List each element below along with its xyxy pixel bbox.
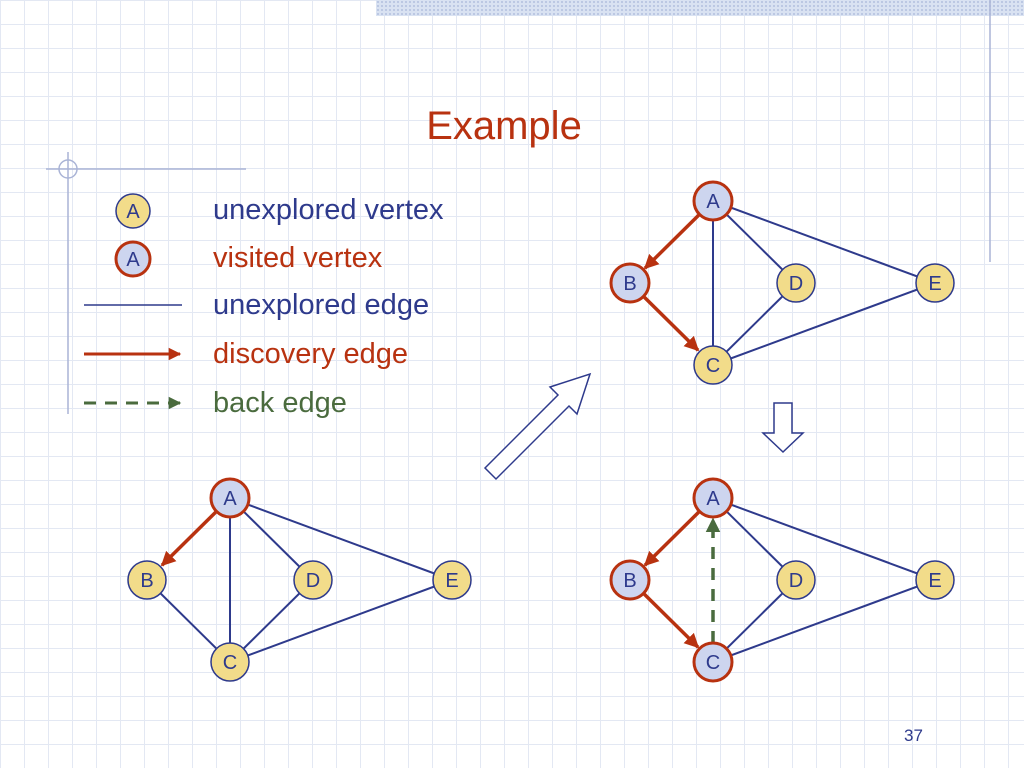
transition-arrow-down: [761, 402, 805, 454]
vertex-label: B: [623, 273, 636, 295]
vertex-d-unexplored: D: [776, 263, 816, 303]
edge-c-e-unexplored: [712, 282, 936, 366]
slide-title: Example: [426, 104, 582, 148]
vertex-label: E: [928, 273, 941, 295]
edge-a-e-unexplored: [229, 497, 453, 581]
edge-a-b-discovery: [643, 213, 701, 270]
vertex-b-visited: B: [609, 559, 651, 601]
edge-b-c-discovery: [642, 592, 700, 649]
vertex-e-unexplored: E: [432, 560, 472, 600]
vertex-label: D: [789, 273, 803, 295]
graph-state-3: A B C D E: [609, 477, 955, 683]
vertex-circle: [209, 477, 251, 519]
vertex-label: E: [928, 570, 941, 592]
vertex-b-unexplored: B: [127, 560, 167, 600]
vertex-circle: [692, 180, 734, 222]
edge-c-e-unexplored: [229, 579, 453, 663]
vertex-c-unexplored: C: [693, 345, 733, 385]
legend-label-back-edge: back edge: [213, 387, 347, 419]
graph-state-1: A B C D E: [127, 477, 472, 682]
vertex-circle: [692, 641, 734, 683]
vertex-label: D: [306, 570, 320, 592]
vertex-d-unexplored: D: [776, 560, 816, 600]
vertex-label: E: [445, 570, 458, 592]
graph-state-2: A B C D E: [609, 180, 955, 385]
page-number: 37: [904, 726, 923, 745]
vertex-label: C: [706, 652, 720, 674]
edge-c-e-unexplored: [712, 579, 936, 663]
edge-a-e-unexplored: [712, 200, 936, 284]
edge-a-e-unexplored: [712, 497, 936, 581]
decorative-top-band: [376, 0, 1024, 16]
vertex-label: A: [223, 488, 237, 510]
slide-decoration: [46, 0, 991, 414]
vertex-label: C: [223, 652, 237, 674]
legend-vertex-letter: A: [126, 201, 140, 223]
legend-label-visited-vertex: visited vertex: [213, 242, 383, 274]
vertex-label: D: [789, 570, 803, 592]
edge-a-b-discovery: [160, 510, 218, 567]
vertex-label: A: [706, 191, 720, 213]
vertex-circle: [432, 560, 472, 600]
vertex-a-visited: A: [692, 477, 734, 519]
vertex-circle: [915, 263, 955, 303]
vertex-circle: [693, 345, 733, 385]
vertex-label: B: [140, 570, 153, 592]
legend-visited-vertex-symbol: A: [114, 240, 152, 278]
vertex-circle: [127, 560, 167, 600]
vertex-label: B: [623, 570, 636, 592]
legend-label-discovery-edge: discovery edge: [213, 338, 409, 370]
legend-label-unexplored-vertex: unexplored vertex: [213, 194, 444, 226]
vertex-circle: [915, 560, 955, 600]
legend-vertex-letter: A: [126, 249, 140, 271]
legend-unexplored-vertex-symbol: A: [115, 193, 151, 229]
vertex-circle: [609, 262, 651, 304]
edge-a-b-discovery: [643, 510, 701, 567]
vertex-a-visited: A: [692, 180, 734, 222]
vertex-circle: [293, 560, 333, 600]
vertex-e-unexplored: E: [915, 263, 955, 303]
edge-b-c-discovery: [642, 295, 700, 352]
vertex-label: C: [706, 355, 720, 377]
legend: A A: [84, 193, 182, 410]
vertex-circle: [776, 263, 816, 303]
vertex-circle: [692, 477, 734, 519]
vertex-c-visited: C: [692, 641, 734, 683]
vertex-circle: [210, 642, 250, 682]
vertex-d-unexplored: D: [293, 560, 333, 600]
vertex-a-visited: A: [209, 477, 251, 519]
rule-circle-ornament: [58, 159, 78, 179]
transition-arrow-up-right: [483, 372, 592, 481]
vertex-label: A: [706, 488, 720, 510]
vertex-c-unexplored: C: [210, 642, 250, 682]
vertex-e-unexplored: E: [915, 560, 955, 600]
vertex-circle: [609, 559, 651, 601]
legend-label-unexplored-edge: unexplored edge: [213, 289, 430, 321]
vertex-circle: [776, 560, 816, 600]
vertex-b-visited: B: [609, 262, 651, 304]
